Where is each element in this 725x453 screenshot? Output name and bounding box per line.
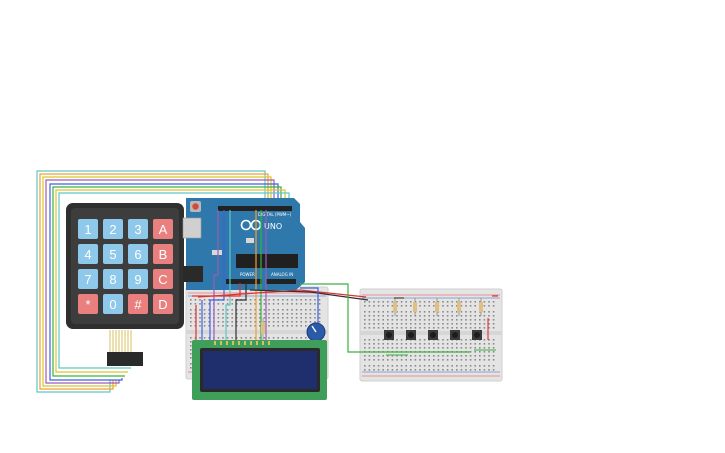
keypad-key-6[interactable]: 6 xyxy=(128,244,148,264)
keypad-key-label: 9 xyxy=(134,272,141,287)
lcd-16x2[interactable] xyxy=(192,340,327,400)
pushbutton[interactable] xyxy=(450,330,460,340)
keypad-wires[interactable] xyxy=(36,170,290,393)
keypad-key-label: B xyxy=(159,247,168,262)
keypad-key-A[interactable]: A xyxy=(153,219,173,239)
keypad-key-D[interactable]: D xyxy=(153,294,173,314)
pushbutton[interactable] xyxy=(428,330,438,340)
keypad-key-label: 0 xyxy=(109,297,116,312)
keypad-wire-8[interactable] xyxy=(58,192,290,369)
keypad-keys[interactable]: 1 2 3 A 4 5 6 B 7 8 9 C * 0 # D xyxy=(78,219,173,314)
arduino-power-label: POWER xyxy=(240,272,255,277)
wire-green-bridge[interactable] xyxy=(300,283,470,353)
keypad-key-label: D xyxy=(158,297,167,312)
pushbuttons[interactable] xyxy=(384,330,482,340)
keypad-key-label: 3 xyxy=(134,222,141,237)
keypad-key-label: * xyxy=(85,297,90,312)
arduino-uno[interactable]: UNO DIGITAL (PWM~) POWER ANALOG IN xyxy=(182,198,305,290)
keypad-key-5[interactable]: 5 xyxy=(103,244,123,264)
resistor-lcd[interactable] xyxy=(261,318,265,342)
keypad-connector xyxy=(107,330,143,366)
wire-red-bridge[interactable] xyxy=(197,289,367,298)
resistors-right[interactable] xyxy=(393,298,483,316)
keypad-key-C[interactable]: C xyxy=(153,269,173,289)
keypad-4x4[interactable]: 1 2 3 A 4 5 6 B 7 8 9 C * 0 # D xyxy=(66,203,184,329)
arduino-wires[interactable] xyxy=(192,210,470,353)
usb-port xyxy=(182,217,202,239)
resistor[interactable] xyxy=(457,298,461,316)
power-jack xyxy=(183,266,203,282)
keypad-key-B[interactable]: B xyxy=(153,244,173,264)
keypad-key-7[interactable]: 7 xyxy=(78,269,98,289)
microcontroller-chip xyxy=(236,254,298,268)
keypad-key-label: 2 xyxy=(109,222,116,237)
keypad-key-label: # xyxy=(134,297,142,312)
resistor[interactable] xyxy=(479,298,483,316)
wire-blue-pot[interactable] xyxy=(300,287,319,326)
keypad-key-label: 1 xyxy=(84,222,91,237)
pushbutton[interactable] xyxy=(406,330,416,340)
keypad-key-label: 6 xyxy=(134,247,141,262)
lcd-screen xyxy=(203,351,317,389)
keypad-key-label: 5 xyxy=(109,247,116,262)
arduino-digital-label: DIGITAL (PWM~) xyxy=(258,212,292,217)
keypad-wire-2[interactable] xyxy=(39,173,269,390)
pushbutton[interactable] xyxy=(472,330,482,340)
wire-lcd-3[interactable] xyxy=(225,210,231,342)
arduino-board-label: UNO xyxy=(264,222,282,231)
keypad-key-9[interactable]: 9 xyxy=(128,269,148,289)
potentiometer[interactable] xyxy=(306,322,326,342)
keypad-key-3[interactable]: 3 xyxy=(128,219,148,239)
keypad-key-1[interactable]: 1 xyxy=(78,219,98,239)
keypad-key-label: A xyxy=(159,222,168,237)
wire-black-bridge[interactable] xyxy=(249,289,369,301)
keypad-key-0[interactable]: 0 xyxy=(103,294,123,314)
right-board-wires[interactable] xyxy=(386,295,498,356)
pushbutton[interactable] xyxy=(384,330,394,340)
keypad-key-label: 7 xyxy=(84,272,91,287)
keypad-key-4[interactable]: 4 xyxy=(78,244,98,264)
keypad-key-8[interactable]: 8 xyxy=(103,269,123,289)
resistor[interactable] xyxy=(393,298,397,316)
keypad-key-2[interactable]: 2 xyxy=(103,219,123,239)
resistor[interactable] xyxy=(435,298,439,316)
keypad-key-label: 4 xyxy=(84,247,91,262)
keypad-wire-3[interactable] xyxy=(42,176,272,387)
keypad-wire-7[interactable] xyxy=(55,189,286,373)
arduino-analog-label: ANALOG IN xyxy=(271,272,293,277)
keypad-key-label: C xyxy=(158,272,167,287)
keypad-key-label: 8 xyxy=(109,272,116,287)
resistor[interactable] xyxy=(413,298,417,316)
wire-gnd[interactable] xyxy=(235,283,247,342)
wire-lcd-2[interactable] xyxy=(209,210,225,342)
wire-lcd-1[interactable] xyxy=(213,210,219,342)
keypad-key-#[interactable]: # xyxy=(128,294,148,314)
keypad-key-*[interactable]: * xyxy=(78,294,98,314)
